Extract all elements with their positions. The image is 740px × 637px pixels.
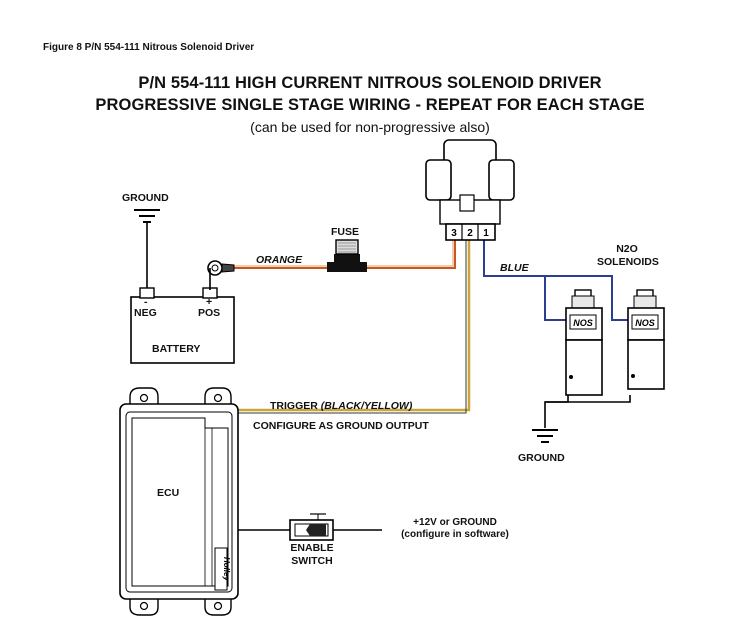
battery [130, 287, 235, 364]
solenoid-2 [627, 289, 665, 390]
driver-pin-1: 1 [483, 228, 489, 239]
enable-switch-label-line1: ENABLE [290, 542, 334, 554]
ring-terminal [207, 260, 235, 290]
ecu-label: ECU [157, 487, 180, 499]
ground-label-bottom: GROUND [518, 452, 565, 464]
solenoid-2-brand: NOS [635, 318, 655, 328]
trigger-label-color: (BLACK/YELLOW) [320, 400, 413, 412]
fuse-label: FUSE [331, 226, 360, 238]
ecu [119, 387, 239, 616]
power-label-line2: (configure in software) [401, 529, 509, 540]
battery-label: BATTERY [152, 343, 201, 355]
orange-wire-label: ORANGE [256, 254, 303, 266]
orange-wire [233, 240, 456, 269]
battery-pos-label: POS [198, 307, 221, 319]
enable-switch [289, 513, 334, 541]
trigger-wire [238, 240, 471, 414]
battery-neg-sign: - [144, 296, 148, 308]
blue-wire [483, 240, 628, 321]
trigger-label: TRIGGER (BLACK/YELLOW) [270, 400, 412, 412]
diagram-subtitle: (can be used for non-progressive also) [250, 119, 490, 135]
driver-pin-3: 3 [451, 228, 457, 239]
figure-caption: Figure 8 P/N 554-111 Nitrous Solenoid Dr… [43, 42, 255, 53]
solenoid-ground-wires [544, 395, 631, 428]
driver-pin-2: 2 [467, 228, 473, 239]
diagram-title-line2: PROGRESSIVE SINGLE STAGE WIRING - REPEAT… [95, 96, 645, 114]
fuse [327, 239, 367, 272]
blue-wire-label: BLUE [500, 262, 529, 274]
ecu-brand: Holley [222, 557, 231, 582]
ground-label-top: GROUND [122, 192, 169, 204]
power-label-line1: +12V or GROUND [413, 517, 497, 528]
solenoid-1-brand: NOS [573, 318, 593, 328]
ground-symbol-top [134, 209, 160, 223]
trigger-label-prefix: TRIGGER [270, 400, 321, 412]
diagram-title: P/N 554-111 HIGH CURRENT NITROUS SOLENOI… [138, 74, 602, 92]
solenoid-driver [425, 139, 515, 241]
configure-ground-label: CONFIGURE AS GROUND OUTPUT [253, 420, 429, 432]
solenoid-1 [565, 289, 603, 396]
n2o-label-line2: SOLENOIDS [597, 256, 659, 268]
n2o-label-line1: N2O [616, 243, 638, 255]
battery-pos-sign: + [206, 296, 213, 308]
enable-switch-label-line2: SWITCH [291, 555, 333, 567]
ground-symbol-bottom [532, 429, 558, 443]
battery-neg-label: NEG [134, 307, 157, 319]
